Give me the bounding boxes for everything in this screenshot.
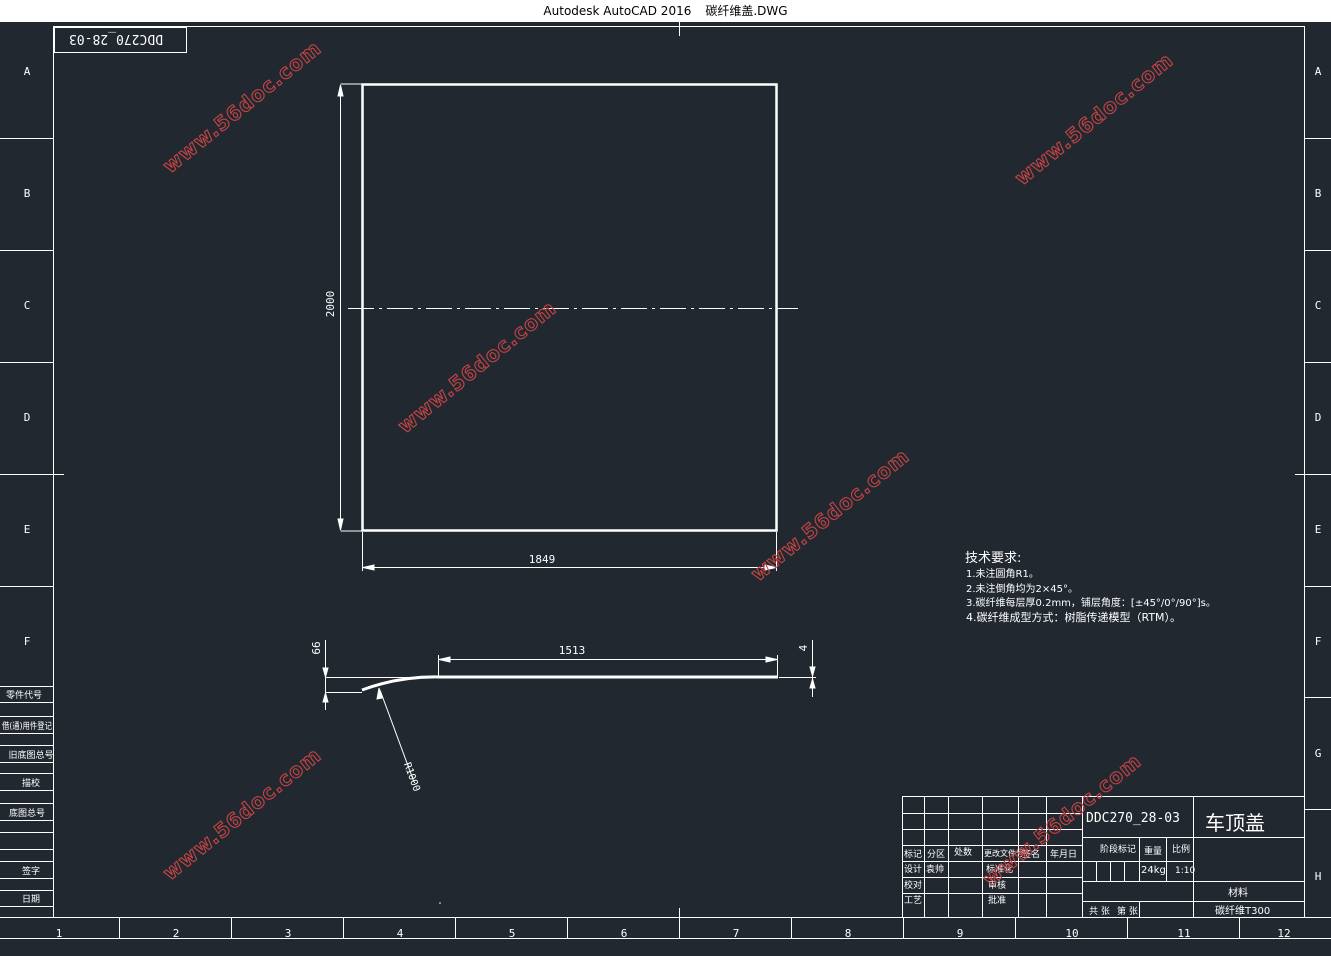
file-name: 碳纤维盖.DWG [705, 4, 788, 18]
tb-design-label: 设计 [904, 863, 922, 875]
strip-label-borrowed: 借(通)用件登记 [2, 720, 52, 732]
technical-requirements: 技术要求: 1.未注圆角R1。 2.未注倒角均为2×45°。 3.碳纤维每层厚0… [965, 551, 1216, 624]
col-label-1: 1 [56, 927, 63, 940]
row-label-e: E [24, 523, 31, 536]
window-titlebar: Autodesk AutoCAD 2016 碳纤维盖.DWG [0, 0, 1331, 22]
tb-check-label: 校对 [904, 879, 922, 891]
row-label-d-right: D [1315, 411, 1322, 424]
col-label-8: 8 [845, 927, 852, 940]
tb-approve-label: 批准 [988, 894, 1006, 906]
col-label-5: 5 [509, 927, 516, 940]
dim-rise-right-label: 4 [797, 644, 810, 651]
tb-total-sheets: 共 张 [1089, 906, 1110, 917]
watermark-4: www.56doc.com [746, 444, 914, 586]
col-label-9: 9 [957, 927, 964, 940]
dim-rise-left-label: 66 [310, 641, 323, 654]
dim-radius-label: R1000 [401, 761, 422, 793]
row-label-g-right: G [1315, 747, 1322, 760]
tb-change-doc-header: 更改文件号 [984, 848, 1024, 858]
tech-line-4: 4.碳纤维成型方式：树脂传递模型（RTM）。 [966, 610, 1181, 624]
drawing-canvas[interactable]: A B C D E F A B C D E F G H 1 2 3 4 5 6 … [0, 22, 1331, 956]
strip-label-trace-check: 描校 [22, 777, 40, 789]
tb-review-label: 审核 [988, 879, 1006, 891]
row-label-b: B [24, 187, 31, 200]
tb-designer-name: 袁帅 [926, 863, 944, 875]
tech-line-3: 3.碳纤维每层厚0.2mm，铺层角度：[±45°/0°/90°]s。 [966, 596, 1216, 609]
row-label-h-right: H [1315, 870, 1322, 883]
strip-label-old-total: 旧底图总号 [8, 749, 53, 761]
row-label-a-right: A [1315, 65, 1322, 78]
watermark-3: www.56doc.com [393, 296, 561, 438]
side-view[interactable]: 1513 66 4 R1000 [310, 640, 816, 793]
tb-material-value: 碳纤维T300 [1215, 904, 1270, 917]
tb-stage-mark-header: 阶段标记 [1100, 843, 1136, 855]
watermark-5: www.56doc.com [158, 743, 326, 885]
row-label-f-right: F [1315, 635, 1322, 648]
tb-signature-header: 签名 [1022, 848, 1040, 860]
dim-height[interactable] [337, 83, 362, 532]
dim-height-label: 2000 [324, 291, 337, 318]
tb-standardize-label: 标准化 [986, 863, 1013, 875]
watermark-1: www.56doc.com [158, 36, 326, 178]
dim-width[interactable] [362, 532, 777, 571]
tb-scale-value: 1:10 [1175, 866, 1195, 876]
col-label-7: 7 [733, 927, 740, 940]
tb-drawing-number: DDC270_28-03 [1086, 811, 1180, 826]
drawing-sheet[interactable]: A B C D E F A B C D E F G H 1 2 3 4 5 6 … [0, 22, 1331, 956]
tech-title: 技术要求: [965, 551, 1021, 566]
dim-width-label: 1849 [529, 553, 556, 566]
col-label-3: 3 [285, 927, 292, 940]
strip-label-signature: 签字 [22, 865, 40, 877]
col-label-12: 12 [1277, 927, 1290, 940]
title-block[interactable]: DDC270_28-03 车顶盖 标记 分区 处数 更改文件号 签名 年月日 设… [902, 796, 1305, 918]
row-label-a: A [24, 65, 31, 78]
tb-scale-header: 比例 [1172, 843, 1190, 855]
watermarks: www.56doc.com www.56doc.com www.56doc.co… [157, 35, 1178, 891]
row-label-c-right: C [1315, 299, 1322, 312]
corner-drawing-code: DDC270_28-03 [69, 31, 163, 46]
tb-mark-header: 标记 [904, 848, 922, 860]
strip-label-date: 日期 [22, 894, 40, 905]
strip-label-base-total: 底图总号 [9, 807, 45, 819]
col-label-6: 6 [621, 927, 628, 940]
row-label-d: D [24, 411, 31, 424]
tb-count-header: 处数 [954, 846, 972, 858]
row-label-e-right: E [1315, 523, 1322, 536]
strip-label-part-code: 零件代号 [6, 689, 42, 701]
panel-outline[interactable] [361, 83, 778, 532]
row-label-f: F [24, 635, 31, 648]
tech-line-2: 2.未注倒角均为2×45°。 [966, 582, 1078, 595]
tb-date-header: 年月日 [1050, 848, 1077, 860]
row-label-c: C [24, 299, 31, 312]
tb-process-label: 工艺 [904, 895, 922, 906]
col-label-4: 4 [397, 927, 404, 940]
tb-zone-header: 分区 [927, 849, 945, 860]
tech-line-1: 1.未注圆角R1。 [966, 567, 1039, 580]
col-label-11: 11 [1177, 927, 1190, 940]
app-title: Autodesk AutoCAD 2016 [543, 4, 692, 18]
top-view[interactable]: 2000 1849 [324, 83, 798, 571]
watermark-2: www.56doc.com [1010, 48, 1178, 190]
row-label-b-right: B [1315, 187, 1322, 200]
panel-profile[interactable] [361, 675, 778, 692]
tb-material-label: 材料 [1228, 886, 1248, 899]
col-label-10: 10 [1065, 927, 1078, 940]
tb-weight-header: 重量 [1144, 845, 1162, 857]
tb-sheet-no: 第 张 [1117, 905, 1138, 917]
tb-part-name: 车顶盖 [1205, 811, 1265, 835]
dim-flat-label: 1513 [559, 644, 586, 657]
col-label-2: 2 [173, 927, 180, 940]
tb-weight-value: 24kg [1141, 865, 1166, 876]
